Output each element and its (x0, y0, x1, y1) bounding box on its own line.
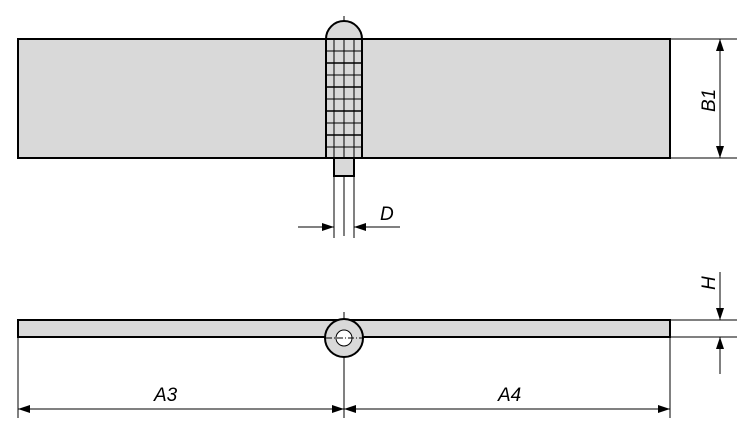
dimension-b1-label: B1 (699, 89, 720, 112)
top-view: D B1 (17, 16, 737, 238)
dimension-a3: A3 (17, 338, 344, 418)
dimension-a4: A4 (344, 338, 671, 418)
hinge-knuckle (324, 20, 364, 175)
dimension-a3-label: A3 (153, 385, 178, 406)
dimension-h-label: H (699, 276, 720, 290)
side-view: A3 A4 H (17, 272, 737, 418)
dimension-h: H (670, 272, 737, 374)
hinge-pin (333, 157, 355, 177)
dimension-b1: B1 (670, 38, 737, 159)
dimension-d-label: D (380, 204, 394, 225)
dimension-a4-label: A4 (497, 385, 521, 406)
dimension-d: D (298, 176, 400, 238)
